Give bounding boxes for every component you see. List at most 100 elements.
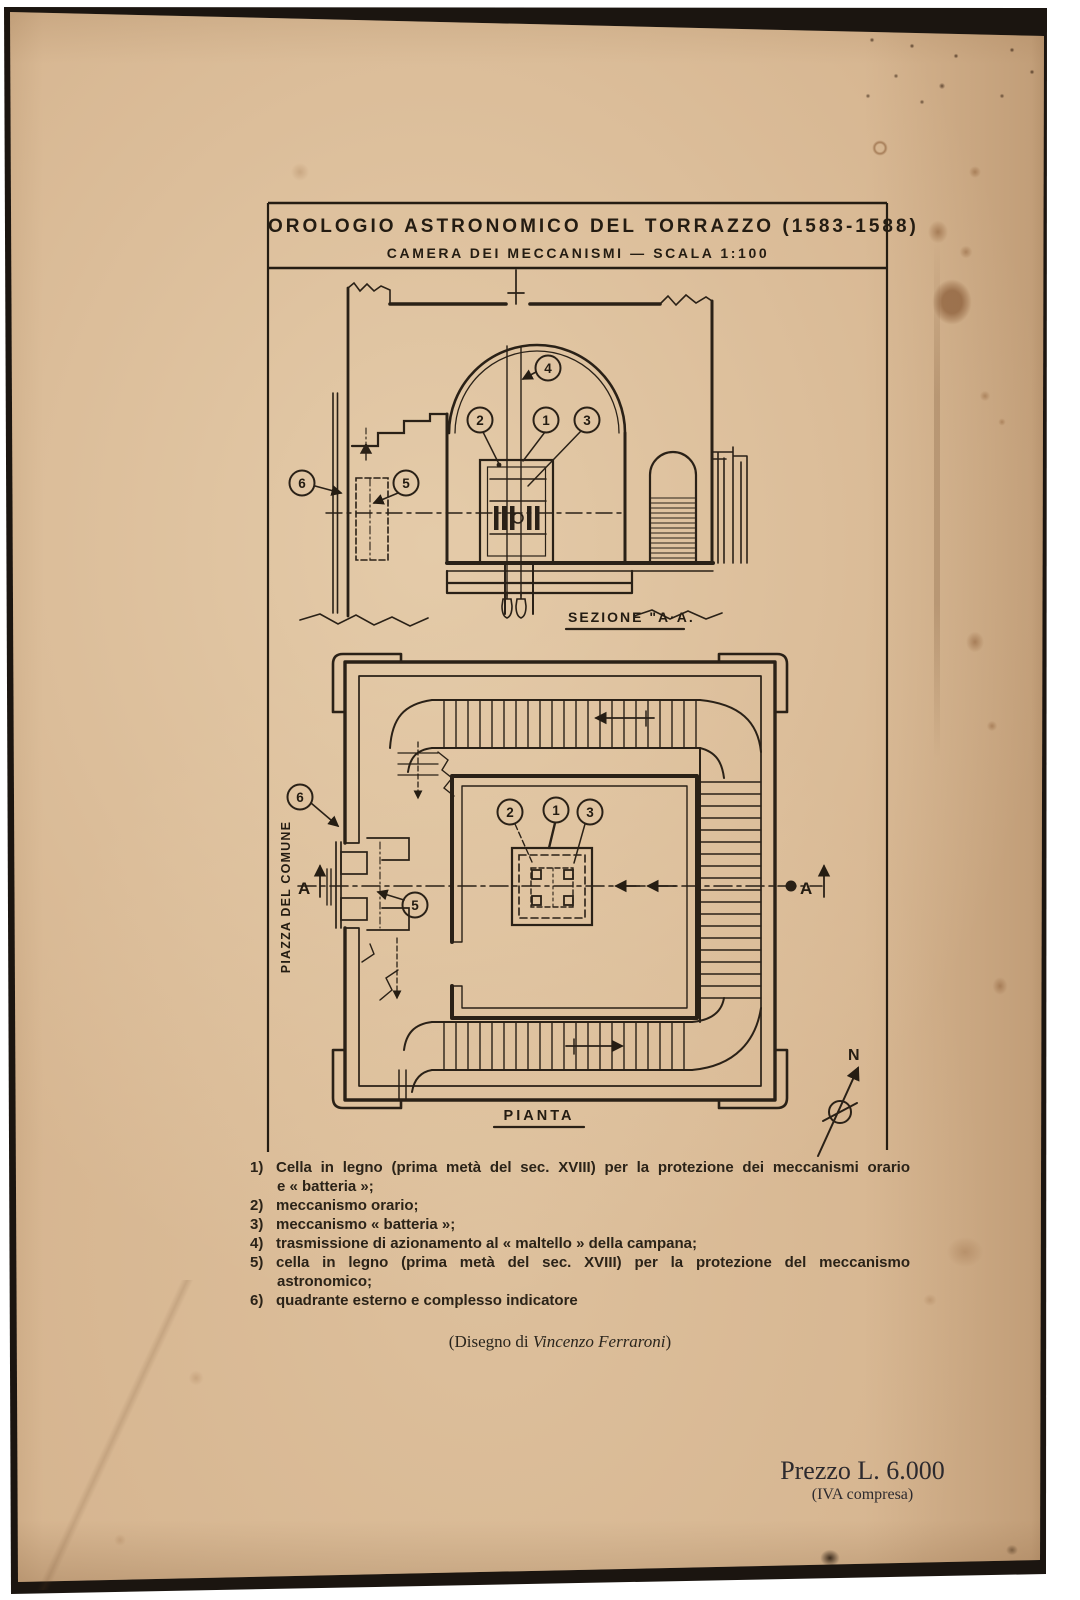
stair-bottom-steps [443, 1021, 685, 1071]
legend-line-6: 6) quadrante esterno e complesso indicato… [250, 1291, 910, 1310]
inner-room-wall [450, 774, 699, 1020]
credit-line: (Disegno di Vincenzo Ferraroni) [260, 1332, 860, 1352]
callout-circle-2 [466, 406, 494, 434]
legend: 1) Cella in legno (prima metà del sec. XV… [250, 1158, 910, 1310]
left-break-line [347, 281, 391, 305]
weight-shaft [504, 562, 534, 615]
callout-dot-2 [496, 462, 502, 468]
inner-room-inner-face [451, 785, 688, 1009]
plan-callout-number-1: 1 [552, 803, 560, 818]
price-block: Prezzo L. 6.000 (IVA compresa) [760, 1456, 965, 1504]
legend-line-5b: astronomico; [250, 1272, 910, 1291]
legend-line-2: 2)meccanismo orario; [250, 1196, 910, 1215]
north-label: N [848, 1047, 860, 1064]
legend-text: meccanismo « batteria »; [276, 1216, 456, 1233]
callout-number-6: 6 [298, 476, 306, 491]
plan-callout-circle-5 [401, 891, 429, 919]
vault-arc-inner [454, 350, 620, 434]
piazza-del-comune-label: PIAZZA DEL COMUNE [279, 821, 293, 973]
plan-callout-circle-6 [286, 783, 314, 811]
callout-circle-3 [573, 406, 601, 434]
legend-number: 1) [250, 1159, 264, 1176]
stair-top-band [431, 699, 701, 749]
callout-number-4: 4 [544, 361, 552, 376]
outer-wall [343, 660, 777, 1102]
bottom-break-left [299, 613, 429, 627]
plan-callout-circle-2 [496, 798, 524, 826]
paper-crease-diagonal [30, 1280, 200, 1590]
credit-suffix: ) [665, 1332, 672, 1351]
vault-arc-outer [447, 343, 627, 435]
weight-left [501, 591, 513, 619]
legend-text: cella in legno (prima metà del sec. XVII… [276, 1254, 910, 1271]
clock-cell-inner [486, 466, 547, 557]
price-vat-note: (IVA compresa) [811, 1486, 914, 1503]
stair-bottom-band [431, 1021, 693, 1071]
corner-pilasters [331, 652, 789, 1110]
section-callouts [288, 354, 601, 505]
mechanism-gears [494, 506, 540, 530]
external-dial-edge [332, 392, 339, 614]
legend-number: 5) [250, 1254, 264, 1271]
legend-text: quadrante esterno e complesso indicatore [276, 1292, 578, 1309]
legend-text: astronomico; [277, 1273, 373, 1290]
outer-wall-inner-face [344, 675, 762, 1087]
stair-right-steps [699, 781, 762, 999]
credit-prefix: (Disegno di [448, 1332, 533, 1351]
section-callout-numbers: 6 5 2 1 3 4 [298, 361, 591, 491]
section-view-drawing: 6 5 2 1 3 4 SEZIONE "A·A. [288, 269, 748, 631]
stair-top-curves [389, 699, 762, 779]
plan-callout-leader-5 [376, 889, 405, 901]
credit-author-name: Vincenzo Ferraroni [532, 1332, 666, 1351]
legend-line-3: 3) meccanismo « batteria »; [250, 1215, 910, 1234]
callout-leader-1 [522, 431, 546, 462]
price-amount: Prezzo L. 6.000 [780, 1456, 945, 1485]
callout-circle-1 [532, 406, 560, 434]
plan-callout-number-6: 6 [296, 790, 304, 805]
stepped-wall [350, 412, 449, 448]
right-break-line [659, 293, 713, 307]
section-label: SEZIONE "A·A. [568, 609, 695, 625]
legend-line-1b: e « batteria »; [250, 1177, 910, 1196]
marker-a-right-label: A [800, 879, 812, 898]
callout-circle-5 [392, 469, 420, 497]
callout-leader-2 [482, 431, 500, 465]
plan-label: PIANTA [504, 1108, 575, 1124]
legend-number: 4) [250, 1235, 264, 1252]
legend-number: 6) [250, 1292, 264, 1309]
plan-callout-numbers: 6 5 2 1 3 [296, 790, 594, 913]
plan-callout-number-3: 3 [586, 805, 594, 820]
plan-callout-leader-3 [573, 823, 586, 864]
plan-callout-leader-6 [310, 802, 340, 828]
callout-number-2: 2 [476, 413, 484, 428]
callout-number-1: 1 [542, 413, 550, 428]
callout-leader-3 [527, 430, 582, 487]
plan-callout-number-2: 2 [506, 805, 514, 820]
legend-number: 3) [250, 1216, 264, 1233]
weight-right [515, 591, 527, 619]
plan-callouts [286, 783, 604, 919]
plinth [445, 569, 634, 595]
callout-leader-4 [521, 369, 537, 380]
legend-line-5: 5) cella in legno (prima metà del sec. XV… [250, 1253, 910, 1272]
stair-bottom-curves [403, 997, 762, 1093]
plan-callout-leader-2 [514, 823, 533, 863]
mechanism-shelves [489, 478, 547, 535]
legend-text: e « batteria »; [277, 1178, 374, 1195]
legend-line-4: 4)trasmissione di azionamento al « malte… [250, 1234, 910, 1253]
drawing-subtitle: CAMERA DEI MECCANISMI — SCALA 1:100 [386, 245, 770, 261]
stair-hatch [650, 497, 696, 559]
drawing-title: OROLOGIO ASTRONOMICO DEL TORRAZZO (1583-… [268, 216, 919, 237]
legend-line-1: 1) Cella in legno (prima metà del sec. XV… [250, 1158, 910, 1177]
drawing-frame [266, 201, 889, 1152]
mechanism-arbor [512, 512, 524, 524]
paper-crease-vertical [934, 240, 940, 760]
callout-number-5: 5 [402, 476, 410, 491]
plan-callout-number-5: 5 [411, 898, 419, 913]
legend-text: Cella in legno (prima metà del sec. XVII… [276, 1159, 910, 1176]
section-cut-dot [785, 880, 797, 892]
stair-top-steps [443, 699, 697, 749]
bell-mast [507, 269, 525, 305]
